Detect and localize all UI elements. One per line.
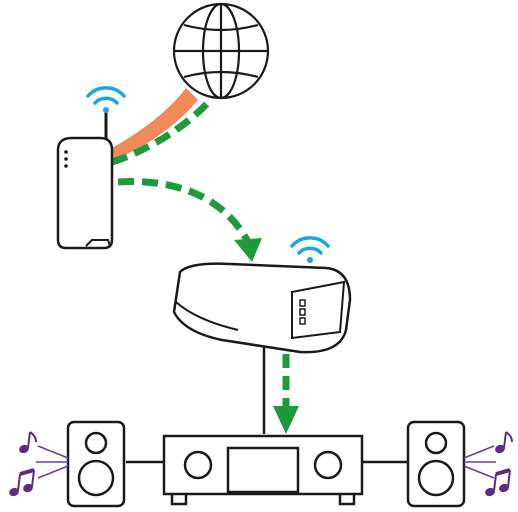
- wireless-streamer-icon: [172, 262, 352, 354]
- arrowhead-streamer-to-receiver: [273, 406, 299, 434]
- receiver-right-knob: [313, 450, 343, 480]
- arrowhead-router-to-streamer: [234, 238, 262, 262]
- music-note-right-bottom: [485, 468, 511, 497]
- music-note-right-top: [495, 431, 513, 454]
- internet-connection-band: [112, 88, 198, 160]
- right-sound-waves: [463, 445, 496, 479]
- left-sound-waves: [36, 445, 69, 479]
- receiver-display: [226, 446, 300, 494]
- streamer-wifi-icon: [290, 236, 330, 263]
- av-receiver-icon: [162, 434, 364, 506]
- globe-icon: [172, 2, 270, 100]
- right-speaker-icon: [406, 420, 466, 508]
- router-status-lights: [64, 150, 68, 168]
- music-note-left-top: [19, 431, 37, 454]
- music-note-left-bottom: [9, 468, 35, 497]
- flow-router-to-internet: [110, 95, 215, 166]
- streamer-buttons: [299, 299, 306, 325]
- router-wifi-icon: [86, 86, 126, 113]
- left-speaker-icon: [66, 420, 126, 508]
- router-icon: [56, 108, 114, 250]
- flow-router-to-streamer: [117, 178, 252, 244]
- receiver-left-knob: [183, 450, 213, 480]
- music-note-icon: [9, 431, 513, 497]
